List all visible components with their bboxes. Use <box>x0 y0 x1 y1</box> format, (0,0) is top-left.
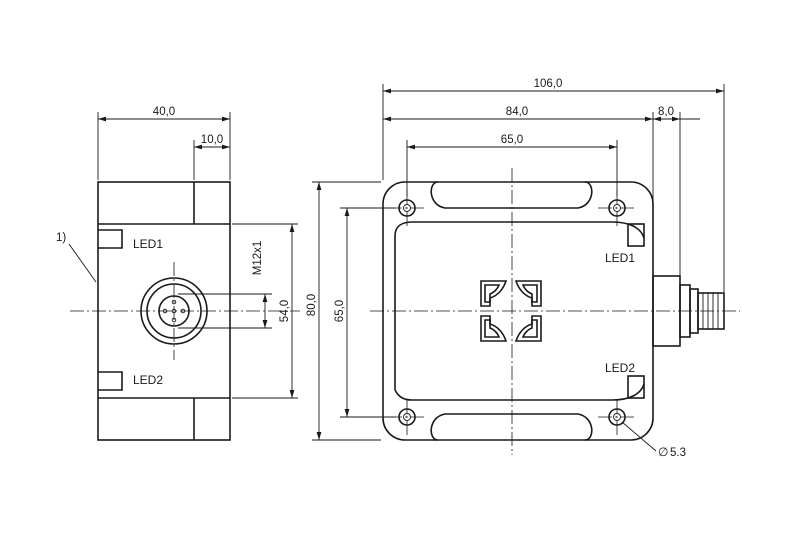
front-inner-panel-top <box>394 221 645 390</box>
dim-hole-spacing-y: 65,0 <box>334 300 346 322</box>
hole-diameter-leader <box>621 421 657 452</box>
dim-width-step: 10,0 <box>201 134 223 146</box>
target-symbol <box>480 280 542 342</box>
front-view: 106,0 84,0 8,0 65,0 80,0 65,0 ∅ 5.3 LED1… <box>306 78 740 459</box>
front-top-recess <box>430 181 593 209</box>
dim-width-body: 84,0 <box>506 106 528 118</box>
side-view: 40,0 10,0 M12x1 54,0 LED1 LED2 1) <box>56 106 300 441</box>
footnote-marker: 1) <box>56 232 66 244</box>
front-inner-panel-bottom <box>394 383 645 401</box>
dim-width-overall: 40,0 <box>153 106 175 118</box>
side-led2-window <box>98 371 123 391</box>
hole-diameter-value: 5.3 <box>670 447 686 459</box>
side-led2-label: LED2 <box>133 373 163 387</box>
front-led1-window <box>627 223 645 247</box>
hole-diameter-symbol: ∅ <box>658 445 668 459</box>
dim-width-total: 106,0 <box>534 78 563 90</box>
side-connector-pin <box>171 299 177 305</box>
side-led1-label: LED1 <box>133 237 163 251</box>
front-led1-label: LED1 <box>605 251 635 265</box>
dim-height-total: 80,0 <box>306 294 318 316</box>
front-led2-label: LED2 <box>605 361 635 375</box>
front-bottom-recess <box>430 413 593 441</box>
footnote-leader <box>68 243 97 283</box>
dim-connector-length: 8,0 <box>658 106 674 118</box>
dim-height-body: 54,0 <box>279 300 291 322</box>
side-led1-window <box>98 229 123 249</box>
dim-hole-spacing-x: 65,0 <box>501 134 523 146</box>
front-led2-window <box>627 375 645 399</box>
dim-connector-thread: M12x1 <box>252 241 264 276</box>
